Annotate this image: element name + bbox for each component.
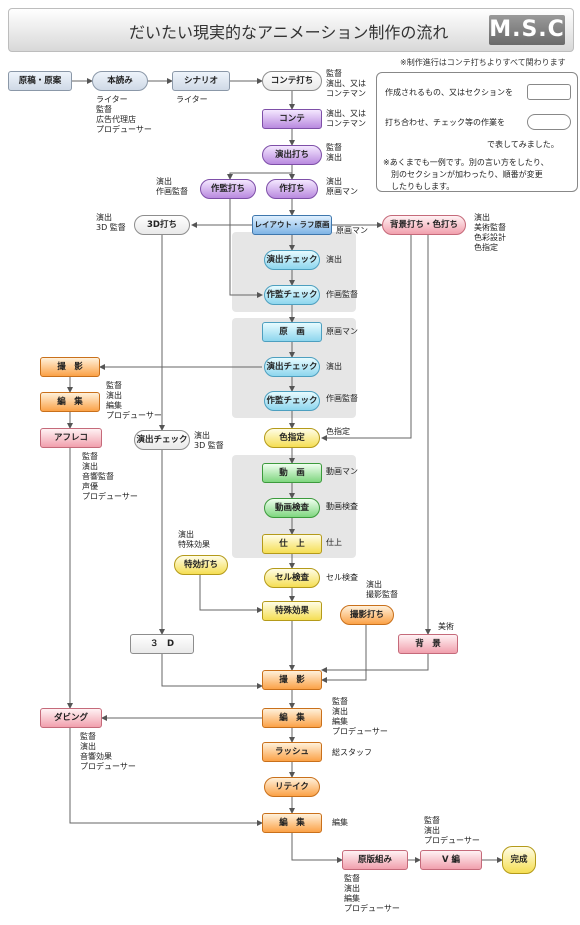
legend-note-3: したりもします。	[391, 182, 455, 191]
msc-logo: M.S.C	[489, 15, 565, 45]
ann-cel-kensa: セル検査	[326, 573, 358, 582]
node-enshutsu-check-3[interactable]: 演出チェック	[134, 430, 190, 450]
ann-shiage: 仕上	[326, 538, 342, 547]
node-tokushu[interactable]: 特殊効果	[262, 601, 322, 621]
node-douga-kensa[interactable]: 動画検査	[264, 498, 320, 518]
legend-note-2: 別のセクションが加わったり、順番が変更	[391, 170, 543, 179]
node-satsuei-1[interactable]: 撮 影	[40, 357, 100, 377]
node-henshu-1[interactable]: 編 集	[40, 392, 100, 412]
node-sakkan-check-1[interactable]: 作監チェック	[264, 285, 320, 305]
node-retake[interactable]: リテイク	[264, 777, 320, 797]
node-tokkou-uchi[interactable]: 特効打ち	[174, 555, 228, 575]
node-genko[interactable]: 原稿・原案	[8, 71, 72, 91]
ann-dubbing: 監督 演出 音響効果 プロデューサー	[80, 732, 136, 771]
ann-henshu-1: 監督 演出 編集 プロデューサー	[106, 381, 162, 420]
node-cel-kensa[interactable]: セル検査	[264, 568, 320, 588]
legend-box: 作成されるもの、又はセクションを 打ち合わせ、チェック等の作業を で表してみまし…	[376, 72, 578, 192]
ann-3d-uchi: 演出 3D 監督	[96, 213, 126, 232]
ann-satsuei-uchi: 演出 撮影監督	[366, 580, 398, 599]
ann-enshutsu-check-1: 演出	[326, 255, 342, 264]
ann-rush: 総スタッフ	[332, 748, 372, 757]
ann-tokkou-uchi: 演出 特殊効果	[178, 530, 210, 549]
node-rush[interactable]: ラッシュ	[262, 742, 322, 762]
ann-shitei: 色指定	[326, 427, 350, 436]
ann-henshu-2: 監督 演出 編集 プロデューサー	[332, 697, 388, 736]
node-dubbing[interactable]: ダビング	[40, 708, 102, 728]
node-hondori[interactable]: 本読み	[92, 71, 148, 91]
node-sakkan-uchi[interactable]: 作監打ち	[200, 179, 256, 199]
ann-scenario: ライター	[176, 95, 208, 104]
node-satsuei-2[interactable]: 撮 影	[262, 670, 322, 690]
ann-enshutsu-check-3: 演出 3D 監督	[194, 431, 224, 450]
ann-conte: 演出、又は コンテマン	[326, 109, 366, 128]
ann-genga: 原画マン	[326, 327, 358, 336]
node-shiage[interactable]: 仕 上	[262, 534, 322, 554]
ann-genban: 監督 演出 編集 プロデューサー	[344, 874, 400, 913]
ann-layout: 原画マン	[336, 226, 368, 235]
node-scenario[interactable]: シナリオ	[172, 71, 230, 91]
ann-sakkan-check-2: 作画監督	[326, 394, 358, 403]
node-satsuei-uchi[interactable]: 撮影打ち	[340, 605, 394, 625]
node-enshutsu-check-2[interactable]: 演出チェック	[264, 357, 320, 377]
node-genga[interactable]: 原 画	[262, 322, 322, 342]
top-note: ※制作進行はコンテ打ちよりすべて関わります	[400, 58, 566, 67]
ann-sakkan-uchi: 演出 作画監督	[156, 177, 188, 196]
ann-haikei-uchi: 演出 美術監督 色彩設計 色指定	[474, 213, 506, 252]
node-v-hen[interactable]: V 編	[420, 850, 482, 870]
node-genban[interactable]: 原版組み	[342, 850, 408, 870]
node-enshutsu-uchi[interactable]: 演出打ち	[262, 145, 322, 165]
ann-enshutsu-uchi: 監督 演出	[326, 143, 342, 162]
node-haikei[interactable]: 背 景	[398, 634, 458, 654]
node-3d[interactable]: ３ D	[130, 634, 194, 654]
ann-haikei: 美術	[438, 622, 454, 631]
ann-sakkan-check-1: 作画監督	[326, 290, 358, 299]
legend-line-2: 打ち合わせ、チェック等の作業を	[385, 118, 505, 127]
title-bar: だいたい現実的なアニメーション制作の流れ M.S.C	[8, 8, 574, 52]
node-sakkan-check-2[interactable]: 作監チェック	[264, 391, 320, 411]
page-title: だいたい現実的なアニメーション制作の流れ	[129, 23, 449, 42]
legend-note-1: ※あくまでも一例です。別の言い方をしたり、	[383, 158, 549, 167]
ann-hondori: ライター 監督 広告代理店 プロデューサー	[96, 95, 152, 134]
legend-line-3: で表してみました。	[487, 140, 559, 149]
node-afureko[interactable]: アフレコ	[40, 428, 102, 448]
ann-saku-uchi: 演出 原画マン	[326, 177, 358, 196]
node-henshu-3[interactable]: 編 集	[262, 813, 322, 833]
ann-v-hen: 監督 演出 プロデューサー	[424, 816, 480, 845]
ann-henshu-3: 編集	[332, 818, 348, 827]
node-conte[interactable]: コンテ	[262, 109, 322, 129]
node-saku-uchi[interactable]: 作打ち	[266, 179, 318, 199]
node-enshutsu-check-1[interactable]: 演出チェック	[264, 250, 320, 270]
node-kansei[interactable]: 完成	[502, 846, 536, 874]
legend-line-1: 作成されるもの、又はセクションを	[385, 88, 513, 97]
ann-douga: 動画マン	[326, 467, 358, 476]
node-henshu-2[interactable]: 編 集	[262, 708, 322, 728]
legend-rect-sample	[527, 84, 571, 100]
node-haikei-uchi[interactable]: 背景打ち・色打ち	[382, 215, 466, 235]
ann-douga-kensa: 動画検査	[326, 502, 358, 511]
legend-round-sample	[527, 114, 571, 130]
node-douga[interactable]: 動 画	[262, 463, 322, 483]
ann-enshutsu-check-2: 演出	[326, 362, 342, 371]
node-layout[interactable]: レイアウト・ラフ原画	[252, 215, 332, 235]
node-shitei[interactable]: 色指定	[264, 428, 320, 448]
node-3d-uchi[interactable]: 3D打ち	[134, 215, 190, 235]
ann-afureko: 監督 演出 音響監督 声優 プロデューサー	[82, 452, 138, 501]
ann-conte-uchi: 監督 演出、又は コンテマン	[326, 69, 366, 98]
node-conte-uchi[interactable]: コンテ打ち	[262, 71, 322, 91]
